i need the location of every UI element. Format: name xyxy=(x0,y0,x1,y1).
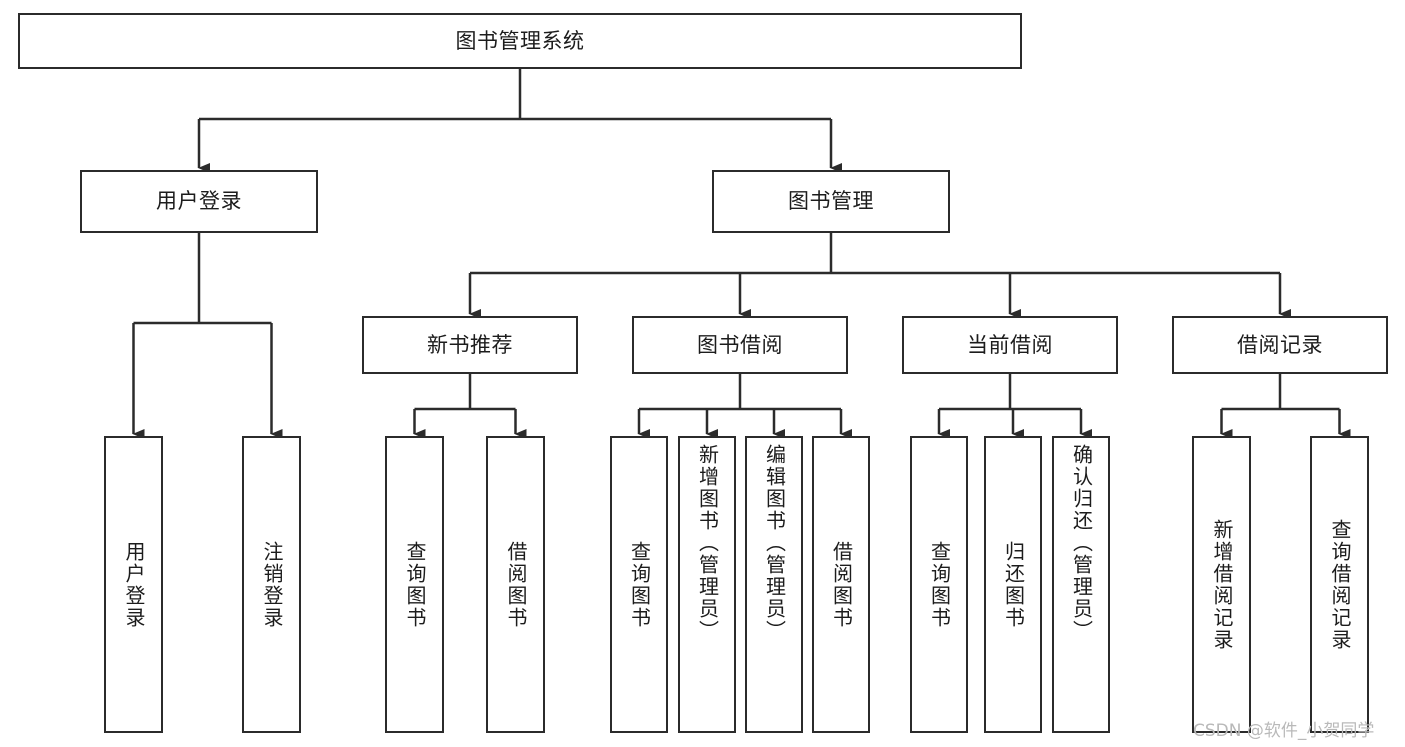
node-label: 用户登录 xyxy=(122,540,146,629)
node-user-login[interactable]: 用户登录 xyxy=(80,170,318,233)
node-user-login-label: 用户登录 xyxy=(156,189,242,214)
node-query-borrow-record[interactable]: 查询借阅记录 xyxy=(1310,436,1369,733)
csdn-watermark: CSDN @软件_小贺同学 xyxy=(1193,721,1375,741)
node-current-borrow-label: 当前借阅 xyxy=(967,332,1053,357)
node-return-book[interactable]: 归还图书 xyxy=(984,436,1042,733)
node-borrow-book-1[interactable]: 借阅图书 xyxy=(486,436,545,733)
node-book-borrow[interactable]: 图书借阅 xyxy=(632,316,848,374)
node-label: 查询借阅记录 xyxy=(1328,518,1352,651)
node-add-book-admin[interactable]: 新增图书（管理员） xyxy=(678,436,736,733)
node-root-label: 图书管理系统 xyxy=(455,28,585,53)
node-label: 查询图书 xyxy=(627,540,652,629)
node-add-borrow-record[interactable]: 新增借阅记录 xyxy=(1192,436,1251,733)
node-confirm-return[interactable]: 确认归还（管理员） xyxy=(1052,436,1110,733)
node-user-login[interactable]: 用户登录 xyxy=(104,436,163,733)
node-label: 新增借阅记录 xyxy=(1210,518,1234,651)
node-query-book-3[interactable]: 查询图书 xyxy=(910,436,968,733)
node-logout-login[interactable]: 注销登录 xyxy=(242,436,301,733)
node-new-book-rec-label: 新书推荐 xyxy=(427,332,513,357)
node-label: 借阅图书 xyxy=(829,540,854,629)
node-root[interactable]: 图书管理系统 xyxy=(18,13,1022,69)
node-label: 确认归还（管理员） xyxy=(1069,444,1094,642)
node-query-book-1[interactable]: 查询图书 xyxy=(385,436,444,733)
node-borrow-record-label: 借阅记录 xyxy=(1237,332,1323,357)
node-label: 新增图书（管理员） xyxy=(695,444,720,642)
node-label: 注销登录 xyxy=(260,540,284,629)
node-query-book-2[interactable]: 查询图书 xyxy=(610,436,668,733)
node-label: 查询图书 xyxy=(927,540,952,629)
node-label: 归还图书 xyxy=(1001,540,1026,629)
node-new-book-rec[interactable]: 新书推荐 xyxy=(362,316,578,374)
node-book-manage[interactable]: 图书管理 xyxy=(712,170,950,233)
node-edit-book-admin[interactable]: 编辑图书（管理员） xyxy=(745,436,803,733)
node-label: 借阅图书 xyxy=(504,540,528,629)
node-borrow-record[interactable]: 借阅记录 xyxy=(1172,316,1388,374)
node-book-manage-label: 图书管理 xyxy=(788,189,874,214)
node-borrow-book-2[interactable]: 借阅图书 xyxy=(812,436,870,733)
node-label: 查询图书 xyxy=(403,540,427,629)
node-current-borrow[interactable]: 当前借阅 xyxy=(902,316,1118,374)
node-label: 编辑图书（管理员） xyxy=(762,444,787,642)
node-book-borrow-label: 图书借阅 xyxy=(697,332,783,357)
